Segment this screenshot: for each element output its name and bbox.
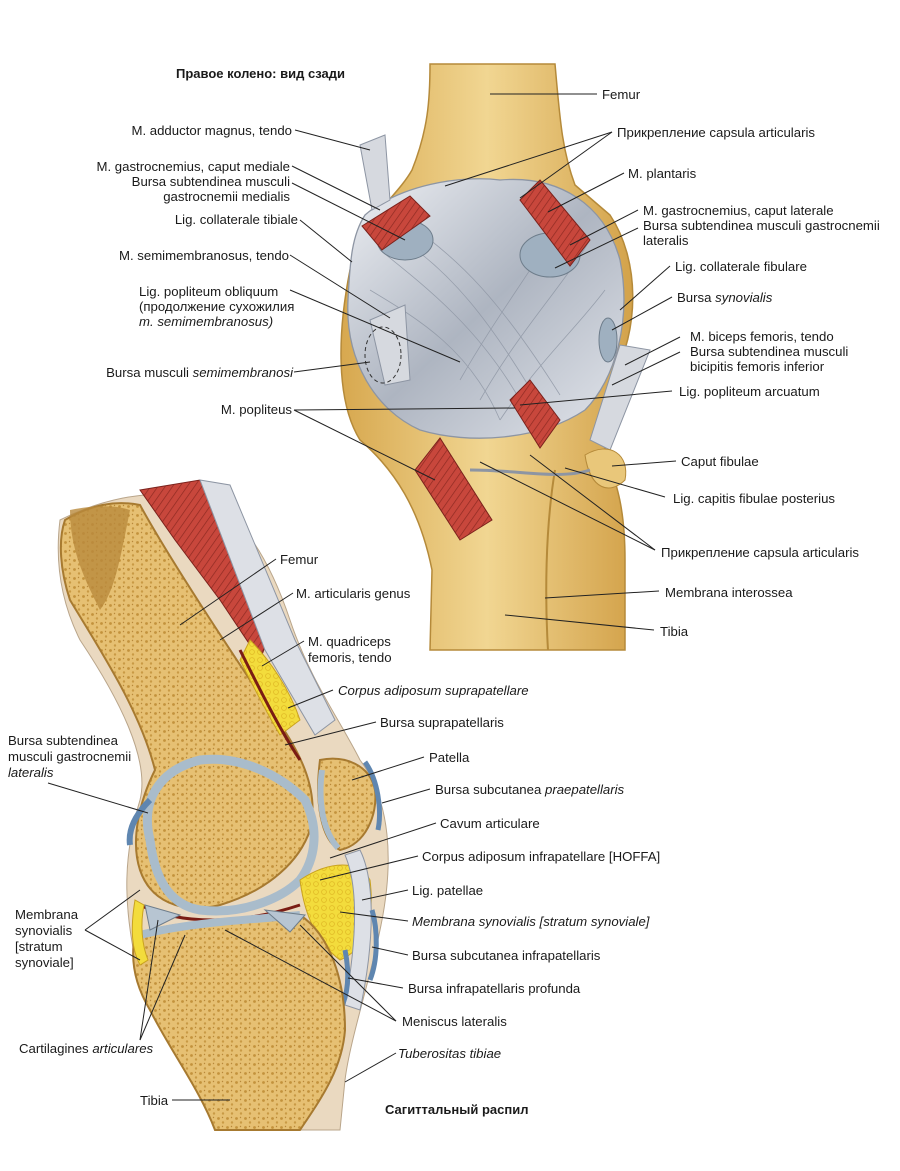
leader-lines bbox=[47, 93, 681, 1101]
label-bursa-gastro-sagittal-2: musculi gastrocnemii bbox=[8, 749, 132, 764]
label-membrana-synovialis-right: Membrana synovialis [stratum synoviale] bbox=[412, 914, 650, 929]
label-popliteum-obliquum-3: m. semimembranosus) bbox=[139, 314, 274, 329]
label-bursa-gastro-sagittal-3: lateralis bbox=[8, 765, 54, 780]
label-membrana-left-3: [stratum bbox=[15, 939, 63, 954]
label-cartilagines-articulares: Cartilagines articulares bbox=[19, 1041, 154, 1056]
label-bursa-gastro-lateral-2: lateralis bbox=[643, 233, 689, 248]
label-membrana-left: Membrana bbox=[15, 907, 79, 922]
label-patella: Patella bbox=[429, 750, 470, 765]
label-tibia-posterior: Tibia bbox=[660, 624, 689, 639]
label-tibia-sagittal: Tibia bbox=[140, 1093, 169, 1108]
label-corpus-infrapatellare: Corpus adiposum infrapatellare [HOFFA] bbox=[422, 849, 661, 864]
label-bursa-synovialis: Bursa synovialis bbox=[677, 290, 773, 305]
label-femur-sagittal: Femur bbox=[280, 552, 319, 567]
label-capsula-bottom: Прикрепление capsula articularis bbox=[661, 545, 859, 560]
label-articularis-genus: M. articularis genus bbox=[296, 586, 411, 601]
label-bursa-subcutanea-infrapatellaris: Bursa subcutanea infrapatellaris bbox=[412, 948, 601, 963]
label-bursa-gastro-lateral: Bursa subtendinea musculi gastrocnemii bbox=[643, 218, 880, 233]
label-caput-fibulae: Caput fibulae bbox=[681, 454, 759, 469]
title-sagittal: Сагиттальный распил bbox=[385, 1102, 529, 1117]
label-plantaris: M. plantaris bbox=[628, 166, 697, 181]
label-popliteum-obliquum-2: (продолжение сухожилия bbox=[139, 299, 295, 314]
label-tuberositas-tibiae: Tuberositas tibiae bbox=[398, 1046, 502, 1061]
label-bursa-suprapatellaris: Bursa suprapatellaris bbox=[380, 715, 504, 730]
label-bursa-biceps-2: bicipitis femoris inferior bbox=[690, 359, 825, 374]
label-semimembranosus: M. semimembranosus, tendo bbox=[118, 248, 289, 263]
label-bursa-semimembranosi: Bursa musculi semimembranosi bbox=[106, 365, 293, 380]
label-lig-patellae: Lig. patellae bbox=[412, 883, 484, 898]
label-adductor-magnus: M. adductor magnus, tendo bbox=[131, 123, 292, 138]
label-corpus-suprapatellare: Corpus adiposum suprapatellare bbox=[338, 683, 529, 698]
label-bursa-biceps: Bursa subtendinea musculi bbox=[690, 344, 849, 359]
posterior-knee-drawing bbox=[340, 63, 651, 651]
label-femur-posterior: Femur bbox=[602, 87, 641, 102]
label-membrana-left-2: synovialis bbox=[15, 923, 73, 938]
label-gastrocnemius-medial: M. gastrocnemius, caput mediale bbox=[96, 159, 290, 174]
label-collaterale-fibulare: Lig. collaterale fibulare bbox=[675, 259, 807, 274]
label-capsula-top: Прикрепление capsula articularis bbox=[617, 125, 815, 140]
label-capitis-fibulae: Lig. capitis fibulae posterius bbox=[673, 491, 836, 506]
label-bursa-gastro-medial: Bursa subtendinea musculi bbox=[131, 174, 290, 189]
label-membrana-left-4: synoviale] bbox=[15, 955, 74, 970]
label-cavum-articulare: Cavum articulare bbox=[440, 816, 540, 831]
label-popliteum-obliquum: Lig. popliteum obliquum bbox=[139, 284, 279, 299]
label-biceps-tendo: M. biceps femoris, tendo bbox=[690, 329, 834, 344]
label-gastrocnemius-lateral: M. gastrocnemius, caput laterale bbox=[643, 203, 834, 218]
label-popliteus: M. popliteus bbox=[220, 402, 292, 417]
label-membrana-interossea: Membrana interossea bbox=[665, 585, 793, 600]
title-posterior: Правое колено: вид сзади bbox=[176, 66, 345, 81]
label-bursa-gastro-sagittal: Bursa subtendinea bbox=[8, 733, 118, 748]
label-collaterale-tibiale: Lig. collaterale tibiale bbox=[174, 212, 298, 227]
label-bursa-gastro-medial-2: gastrocnemii medialis bbox=[163, 189, 290, 204]
label-popliteum-arcuatum: Lig. popliteum arcuatum bbox=[679, 384, 820, 399]
label-quadriceps: M. quadriceps bbox=[308, 634, 391, 649]
label-bursa-praepatellaris: Bursa subcutanea praepatellaris bbox=[435, 782, 625, 797]
label-meniscus-lateralis: Meniscus lateralis bbox=[402, 1014, 507, 1029]
label-quadriceps-2: femoris, tendo bbox=[308, 650, 392, 665]
sagittal-knee-drawing bbox=[57, 479, 389, 1131]
label-bursa-infrapatellaris-profunda: Bursa infrapatellaris profunda bbox=[408, 981, 581, 996]
